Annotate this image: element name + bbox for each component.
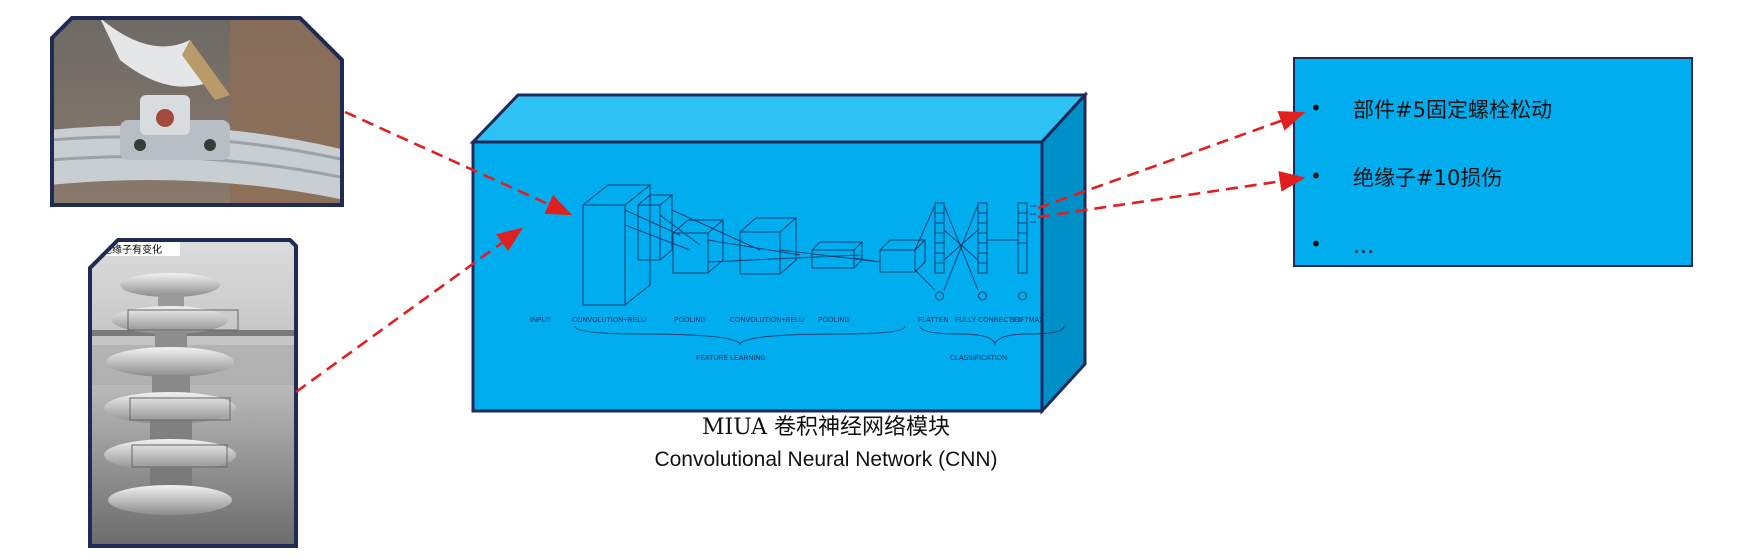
result-item-2: 绝缘子#10损伤	[1353, 166, 1502, 190]
result-bullet-1: •	[1310, 96, 1322, 120]
label-pool1: POOLING	[674, 317, 706, 324]
cnn-softmax-column	[987, 202, 1036, 301]
cnn-module-box	[469, 91, 1089, 415]
cnn-box-side	[1040, 91, 1087, 415]
cnn-conv2-volume	[739, 217, 798, 275]
label-conv2: CONVOLUTION+RELU	[730, 317, 804, 324]
label-pool2: POOLING	[818, 317, 850, 324]
flow-arrows	[295, 110, 1306, 394]
classification-brace	[919, 325, 1065, 346]
cnn-box-top	[469, 93, 1089, 144]
label-classification: CLASSIFICATION	[950, 355, 1007, 362]
arrow-photo2-to-cnn	[295, 227, 524, 394]
result-item-1: 部件#5固定螺栓松动	[1353, 98, 1552, 122]
cnn-caption-chinese: MIUA 卷积神经网络模块	[702, 415, 950, 440]
label-feature-learning: FEATURE LEARNING	[696, 355, 766, 362]
label-input: INPUT	[530, 317, 552, 324]
cnn-pool1-volume	[672, 219, 725, 274]
insulator-photo: 这绝缘子有变化	[88, 238, 298, 548]
cnn-labels: INPUT CONVOLUTION+RELU POOLING CONVOLUTI…	[530, 317, 1044, 362]
cnn-flatten-in-volume	[879, 239, 927, 273]
cnn-flatten-column	[934, 202, 945, 301]
cnn-architecture-diagram	[574, 184, 1065, 346]
cnn-caption-english: Convolutional Neural Network (CNN)	[654, 448, 997, 471]
fitting-bolt-photo	[50, 16, 344, 207]
cnn-fully-connected-column	[943, 202, 988, 301]
result-bullet-3: •	[1310, 232, 1322, 256]
results-box: • 部件#5固定螺栓松动 • 绝缘子#10损伤 • …	[1293, 57, 1693, 267]
result-item-3: …	[1353, 234, 1374, 258]
cnn-box-front	[471, 140, 1044, 413]
cnn-input-volume	[582, 184, 652, 306]
label-flatten: FLATTEN	[918, 317, 949, 324]
cnn-conv1-volume	[637, 194, 674, 261]
feature-learning-brace	[574, 325, 906, 346]
label-softmax: SOFTMAX	[1010, 317, 1044, 324]
label-conv1: CONVOLUTION+RELU	[572, 317, 646, 324]
label-fully-connected: FULLY CONNECTED	[955, 317, 1022, 324]
arrow-cnn-to-result1	[1037, 111, 1306, 210]
arrow-cnn-to-result2	[1037, 171, 1306, 219]
arrow-photo1-to-cnn	[344, 110, 573, 216]
result-bullet-2: •	[1310, 164, 1322, 188]
